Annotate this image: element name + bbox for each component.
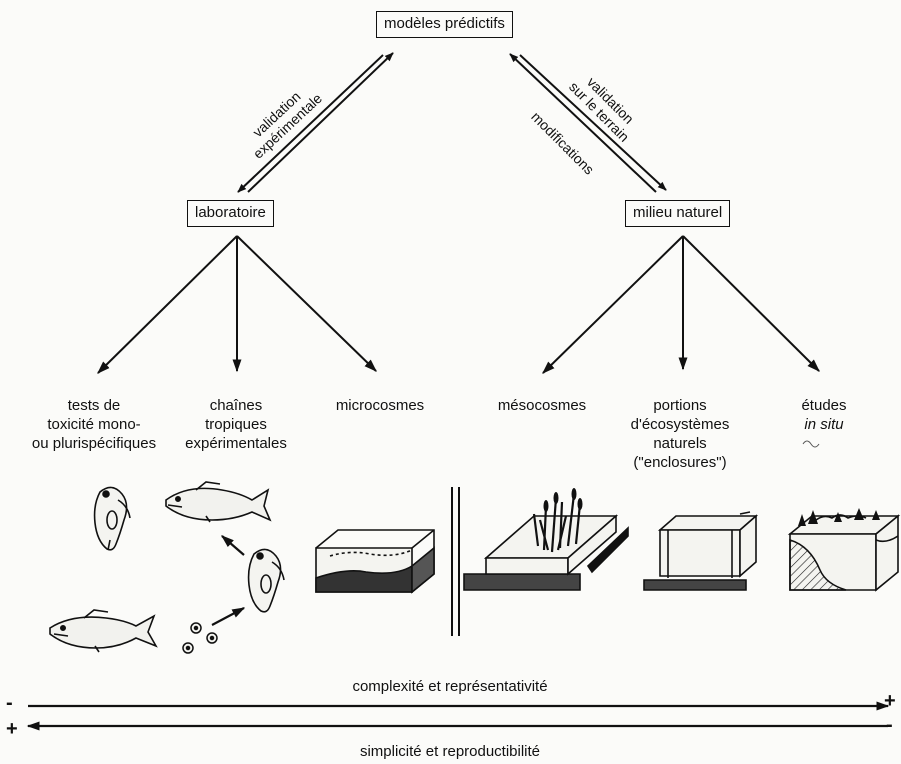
category-trophic-chains-line2: tropiques — [205, 416, 267, 433]
daphnia-icon-2 — [247, 548, 285, 613]
fish-icon — [165, 481, 272, 523]
category-in-situ: études in situ — [776, 396, 872, 434]
top-left-sign: - — [6, 692, 13, 714]
arrow-nature-to-model — [509, 53, 657, 193]
predictive-models-box: modèles prédictifs — [376, 11, 513, 38]
category-tests-line1: tests de — [67, 397, 121, 414]
food-chain-arrows — [211, 535, 246, 626]
category-trophic-chains-line3: expérimentales — [185, 435, 287, 452]
complexity-label: complexité et représentativité — [352, 678, 548, 695]
category-mesocosms: mésocosmes — [497, 397, 587, 414]
squiggle-mark — [802, 440, 820, 448]
arrow-model-to-nature — [519, 54, 667, 191]
category-trophic-chains: chaînes tropiques expérimentales — [170, 396, 302, 453]
category-ecosystem-portions-line2: d'écosystèmes — [630, 416, 730, 433]
category-ecosystem-portions-line4: ("enclosures") — [633, 454, 727, 471]
arrow-model-to-lab — [237, 54, 384, 193]
laboratory-box: laboratoire — [187, 200, 274, 227]
natural-environment-box: milieu naturel — [625, 200, 731, 227]
category-tests: tests de toxicité mono- ou plurispécifiq… — [6, 396, 182, 453]
lab-branch-arrows — [97, 235, 377, 374]
category-microcosms: microcosmes — [335, 397, 425, 414]
category-ecosystem-portions: portions d'écosystèmes naturels ("enclos… — [606, 396, 754, 472]
category-ecosystem-portions-line3: naturels — [653, 435, 707, 452]
category-tests-line3: ou plurispécifiques — [31, 435, 157, 452]
category-ecosystem-portions-line1: portions — [653, 397, 707, 414]
in-situ-block-icon — [787, 508, 901, 592]
daphnia-icon — [93, 486, 131, 551]
bottom-right-sign: - — [886, 714, 893, 736]
nature-branch-arrows — [542, 235, 820, 374]
validation-arrows — [237, 52, 667, 193]
gradient-arrows — [26, 701, 890, 731]
category-tests-line2: toxicité mono- — [47, 416, 141, 433]
mesocosm-icon — [463, 488, 629, 591]
algae-cells-icon — [182, 622, 218, 654]
fish-icon-2 — [49, 609, 158, 653]
aquarium-icon — [315, 529, 435, 594]
enclosure-icon — [643, 511, 759, 591]
simplicity-label: simplicité et reproductibilité — [359, 743, 541, 760]
category-in-situ-line1: études — [801, 397, 847, 414]
category-in-situ-line2: in situ — [804, 416, 844, 433]
bottom-left-sign: + — [6, 718, 18, 740]
top-right-sign: + — [884, 690, 896, 712]
category-trophic-chains-line1: chaînes — [209, 397, 263, 414]
separator-lines — [451, 487, 460, 636]
arrow-lab-to-model — [247, 52, 394, 193]
